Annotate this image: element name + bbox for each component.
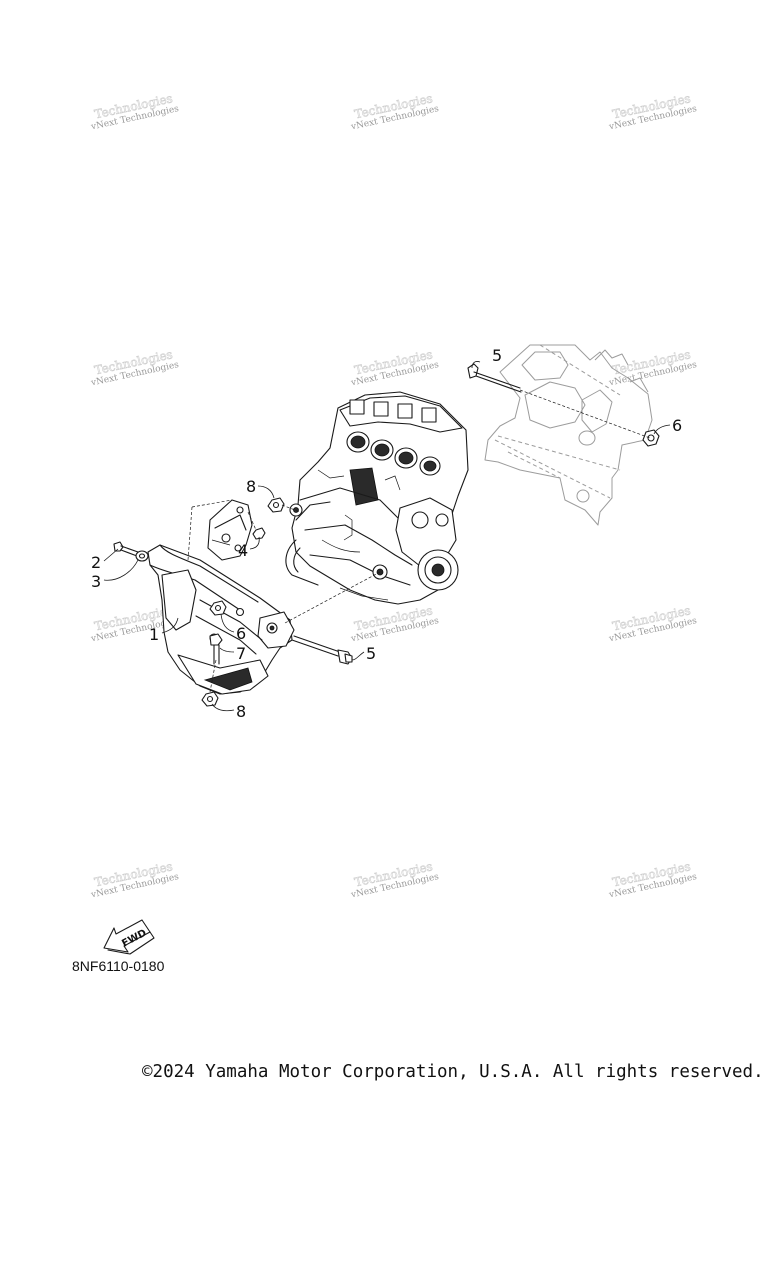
- nut-6-lower: [209, 600, 227, 616]
- copyright-notice: ©2024 Yamaha Motor Corporation, U.S.A. A…: [142, 1062, 764, 1082]
- nut-4: [252, 527, 266, 540]
- nut-6-upper: [642, 429, 660, 447]
- callout-4: 4: [238, 541, 248, 560]
- watermark: Technologies vNext Technologies: [349, 603, 440, 645]
- callout-8-lower: 8: [236, 702, 246, 721]
- watermark: Technologies vNext Technologies: [349, 347, 440, 389]
- callout-7: 7: [236, 644, 246, 663]
- watermark: Technologies vNext Technologies: [607, 859, 698, 901]
- nut-8-upper: [267, 497, 285, 513]
- callout-5-lower: 5: [366, 644, 376, 663]
- watermark: Technologies vNext Technologies: [89, 347, 180, 389]
- engine-mount-bracket: [207, 499, 253, 561]
- callout-3: 3: [91, 572, 101, 591]
- watermark: Technologies vNext Technologies: [607, 91, 698, 133]
- callout-6-upper: 6: [672, 416, 682, 435]
- watermark: Technologies vNext Technologies: [349, 91, 440, 133]
- callout-5-upper: 5: [492, 346, 502, 365]
- assembly-lines: [187, 389, 651, 693]
- watermark: Technologies vNext Technologies: [89, 91, 180, 133]
- watermark: Technologies vNext Technologies: [607, 603, 698, 645]
- bolt-2: [113, 541, 139, 557]
- callout-8-upper: 8: [246, 477, 256, 496]
- engine-mount-frame: [147, 544, 295, 695]
- engine-assembly: [285, 391, 469, 605]
- bolt-5-lower: [291, 635, 353, 665]
- fwd-arrow-icon: FWD: [103, 919, 155, 955]
- callout-6-lower: 6: [236, 624, 246, 643]
- callout-2: 2: [91, 553, 101, 572]
- leader-lines: [103, 361, 671, 712]
- watermark: Technologies vNext Technologies: [349, 859, 440, 901]
- callout-1: 1: [149, 625, 159, 644]
- bolt-7: [209, 633, 223, 665]
- frame-outline: [484, 344, 653, 526]
- bolt-5-upper: [467, 363, 522, 393]
- nut-8-lower: [201, 691, 219, 707]
- watermark: Technologies vNext Technologies: [607, 347, 698, 389]
- figure-code: 8NF6110-0180: [72, 958, 165, 974]
- washer-3: [135, 550, 149, 562]
- watermark: Technologies vNext Technologies: [89, 859, 180, 901]
